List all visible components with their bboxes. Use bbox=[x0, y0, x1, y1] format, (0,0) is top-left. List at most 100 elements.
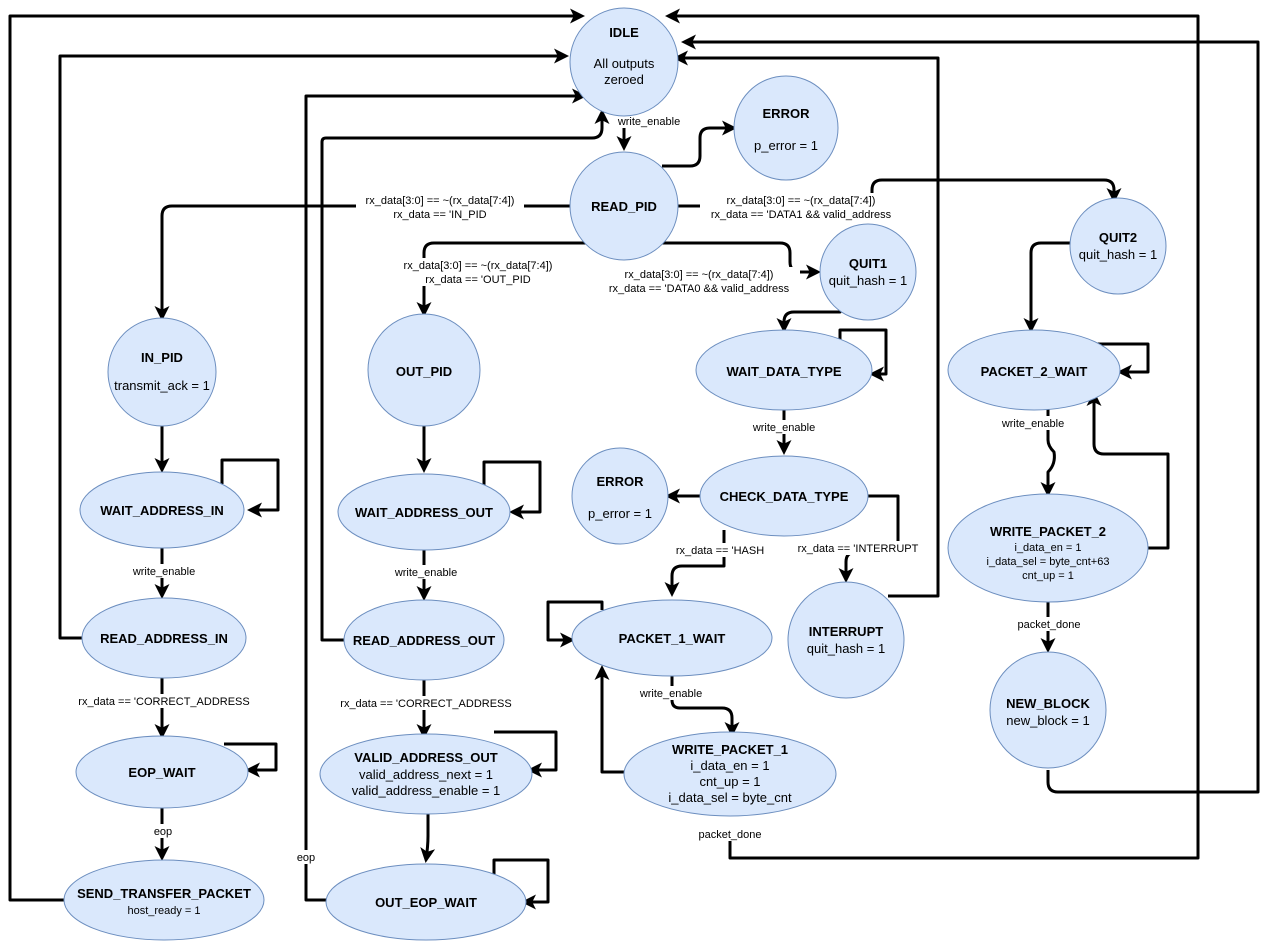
edge-read-pid-error bbox=[662, 120, 737, 168]
edge-eop-wait-self bbox=[224, 742, 278, 778]
state-send-transfer-packet-line-1: host_ready = 1 bbox=[127, 905, 200, 917]
state-packet-2-wait-title: PACKET_2_WAIT bbox=[981, 364, 1088, 379]
state-out-eop-wait-title: OUT_EOP_WAIT bbox=[375, 895, 477, 910]
state-error-top-title: ERROR bbox=[763, 106, 811, 121]
edge-valid-address-out-self bbox=[494, 730, 558, 778]
state-check-data-type[interactable]: CHECK_DATA_TYPE bbox=[699, 455, 869, 537]
edge-write-packet-2-packet-2-wait bbox=[1086, 391, 1170, 550]
edge-send-transfer-packet-idle bbox=[8, 8, 585, 902]
edge-packet-2-wait-write-packet-2 bbox=[1040, 408, 1056, 497]
state-idle-line-2: zeroed bbox=[604, 72, 644, 87]
state-quit1-line-1: quit_hash = 1 bbox=[829, 273, 907, 288]
label-correct-address-out: rx_data == 'CORRECT_ADDRESS bbox=[340, 698, 511, 710]
edge-packet-1-wait-self bbox=[546, 600, 604, 648]
edge-write-packet-1-packet-1-wait bbox=[594, 665, 624, 774]
edge-new-block-idle bbox=[681, 34, 1260, 794]
edge-write-packet-1-idle bbox=[665, 8, 1200, 860]
state-interrupt[interactable]: INTERRUPT quit_hash = 1 bbox=[787, 581, 905, 699]
label-correct-address-in: rx_data == 'CORRECT_ADDRESS bbox=[78, 696, 249, 708]
label-data0-condition-2: rx_data == 'DATA0 && valid_address bbox=[609, 283, 790, 295]
state-read-address-in[interactable]: READ_ADDRESS_IN bbox=[81, 597, 247, 679]
label-data1-condition-1: rx_data[3:0] == ~(rx_data[7:4]) bbox=[727, 195, 876, 207]
edge-read-pid-out-pid bbox=[416, 241, 598, 317]
state-in-pid[interactable]: IN_PID transmit_ack = 1 bbox=[107, 317, 217, 427]
state-idle[interactable]: IDLE All outputs zeroed bbox=[569, 7, 679, 117]
label-packet-2-write-enable: write_enable bbox=[1001, 418, 1064, 430]
state-quit1-title: QUIT1 bbox=[849, 256, 887, 271]
state-new-block-line-1: new_block = 1 bbox=[1006, 713, 1089, 728]
state-packet-2-wait[interactable]: PACKET_2_WAIT bbox=[947, 329, 1121, 411]
state-write-packet-1-line-3: i_data_sel = byte_cnt bbox=[668, 790, 792, 805]
edge-wait-address-in-self bbox=[220, 458, 280, 518]
state-write-packet-2-line-3: cnt_up = 1 bbox=[1022, 570, 1074, 582]
state-error-mid-line-1: p_error = 1 bbox=[588, 506, 652, 521]
label-data0-condition-1: rx_data[3:0] == ~(rx_data[7:4]) bbox=[625, 269, 774, 281]
state-write-packet-2[interactable]: WRITE_PACKET_2 i_data_en = 1 i_data_sel … bbox=[947, 493, 1149, 603]
state-read-address-in-title: READ_ADDRESS_IN bbox=[100, 631, 228, 646]
edge-read-address-out-idle bbox=[320, 109, 610, 642]
state-wait-address-out-title: WAIT_ADDRESS_OUT bbox=[355, 505, 493, 520]
label-wait-data-type-write-enable: write_enable bbox=[752, 422, 815, 434]
state-read-pid[interactable]: READ_PID bbox=[569, 151, 679, 261]
state-interrupt-title: INTERRUPT bbox=[809, 624, 883, 639]
label-in-pid-condition-2: rx_data == 'IN_PID bbox=[393, 209, 486, 221]
label-idle-write-enable: write_enable bbox=[617, 116, 680, 128]
state-quit2-title: QUIT2 bbox=[1099, 230, 1137, 245]
state-error-top[interactable]: ERROR p_error = 1 bbox=[733, 75, 839, 181]
edge-interrupt-idle bbox=[673, 50, 940, 598]
edge-quit1-wait-data-type bbox=[776, 306, 842, 333]
state-read-address-out-title: READ_ADDRESS_OUT bbox=[353, 633, 495, 648]
state-quit1[interactable]: QUIT1 quit_hash = 1 bbox=[819, 223, 917, 321]
label-out-pid-condition-1: rx_data[3:0] == ~(rx_data[7:4]) bbox=[404, 260, 553, 272]
state-send-transfer-packet[interactable]: SEND_TRANSFER_PACKET host_ready = 1 bbox=[63, 859, 265, 941]
state-quit2-line-1: quit_hash = 1 bbox=[1079, 247, 1157, 262]
edge-wait-data-type-self bbox=[838, 328, 888, 382]
state-read-address-out[interactable]: READ_ADDRESS_OUT bbox=[343, 599, 505, 681]
state-write-packet-1-line-2: cnt_up = 1 bbox=[699, 774, 760, 789]
state-valid-address-out-line-1: valid_address_next = 1 bbox=[359, 767, 493, 782]
state-write-packet-1-line-1: i_data_en = 1 bbox=[690, 758, 769, 773]
state-new-block-title: NEW_BLOCK bbox=[1006, 696, 1090, 711]
state-eop-wait[interactable]: EOP_WAIT bbox=[75, 735, 249, 809]
state-write-packet-1[interactable]: WRITE_PACKET_1 i_data_en = 1 cnt_up = 1 … bbox=[623, 731, 837, 817]
state-valid-address-out[interactable]: VALID_ADDRESS_OUT valid_address_next = 1… bbox=[319, 733, 533, 815]
state-packet-1-wait[interactable]: PACKET_1_WAIT bbox=[571, 599, 773, 677]
state-idle-line-1: All outputs bbox=[594, 56, 655, 71]
state-wait-address-in[interactable]: WAIT_ADDRESS_IN bbox=[79, 471, 245, 549]
state-packet-1-wait-title: PACKET_1_WAIT bbox=[619, 631, 726, 646]
label-packet-1-write-enable: write_enable bbox=[639, 688, 702, 700]
edge-packet-1-wait-write-packet-1 bbox=[670, 676, 740, 737]
label-hash-condition: rx_data == 'HASH bbox=[676, 545, 764, 557]
state-wait-data-type-title: WAIT_DATA_TYPE bbox=[726, 364, 841, 379]
label-out-pid-condition-2: rx_data == 'OUT_PID bbox=[425, 274, 530, 286]
edge-read-pid-quit2 bbox=[678, 178, 1122, 208]
state-new-block[interactable]: NEW_BLOCK new_block = 1 bbox=[989, 651, 1107, 769]
state-out-pid[interactable]: OUT_PID bbox=[367, 313, 481, 427]
label-eop-out: eop bbox=[297, 852, 315, 864]
label-eop-in: eop bbox=[154, 826, 172, 838]
label-data1-condition-2: rx_data == 'DATA1 && valid_address bbox=[711, 209, 892, 221]
state-valid-address-out-title: VALID_ADDRESS_OUT bbox=[354, 750, 498, 765]
edge-wait-address-out-self bbox=[482, 460, 542, 520]
label-in-pid-condition-1: rx_data[3:0] == ~(rx_data[7:4]) bbox=[366, 195, 515, 207]
state-quit2[interactable]: QUIT2 quit_hash = 1 bbox=[1069, 197, 1167, 295]
transition-labels: write_enable rx_data[3:0] == ~(rx_data[7… bbox=[66, 114, 1086, 864]
state-wait-address-out[interactable]: WAIT_ADDRESS_OUT bbox=[337, 473, 511, 551]
edge-read-pid-in-pid bbox=[154, 204, 570, 321]
label-packet-done-2: packet_done bbox=[1018, 619, 1081, 631]
edge-read-address-in-idle bbox=[58, 48, 569, 640]
states: IDLE All outputs zeroed ERROR p_error = … bbox=[63, 7, 1167, 941]
state-in-pid-line-1: transmit_ack = 1 bbox=[114, 378, 210, 393]
state-out-eop-wait[interactable]: OUT_EOP_WAIT bbox=[325, 863, 527, 941]
state-write-packet-2-title: WRITE_PACKET_2 bbox=[990, 524, 1106, 539]
state-wait-address-in-title: WAIT_ADDRESS_IN bbox=[100, 503, 224, 518]
edge-out-eop-wait-self bbox=[492, 858, 550, 910]
label-wait-address-out-write-enable: write_enable bbox=[394, 567, 457, 579]
state-write-packet-2-line-2: i_data_sel = byte_cnt+63 bbox=[987, 556, 1110, 568]
state-wait-data-type[interactable]: WAIT_DATA_TYPE bbox=[695, 329, 873, 411]
edge-check-data-type-packet-1-wait bbox=[664, 530, 726, 597]
state-error-mid[interactable]: ERROR p_error = 1 bbox=[571, 447, 669, 545]
transitions bbox=[8, 8, 1260, 910]
state-in-pid-title: IN_PID bbox=[141, 350, 183, 365]
state-write-packet-2-line-1: i_data_en = 1 bbox=[1015, 542, 1082, 554]
